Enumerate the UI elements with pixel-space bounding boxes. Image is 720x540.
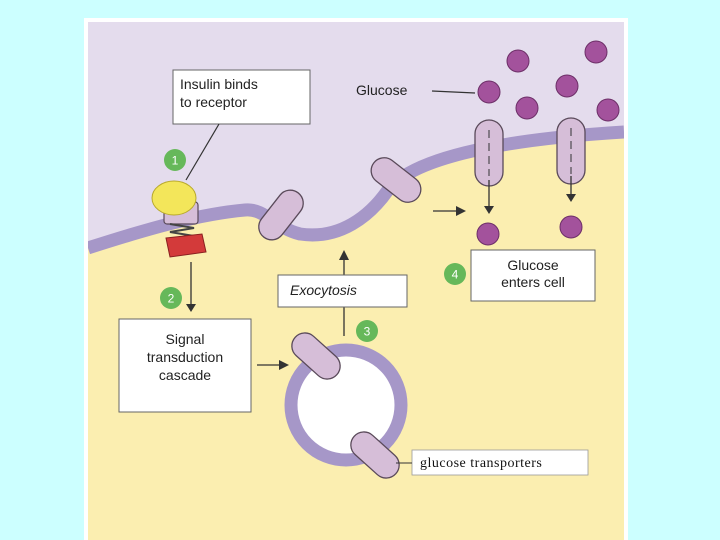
- active-transporter: [474, 119, 504, 187]
- step-badge-1: [164, 149, 186, 171]
- transporters-label: glucose transporters: [420, 456, 542, 471]
- glucose-molecule: [584, 40, 608, 64]
- step-badge-4: [444, 263, 466, 285]
- glucose-label: Glucose: [356, 82, 408, 98]
- vesicle-transporter: [291, 332, 341, 380]
- signal-label-line2: transduction: [147, 349, 223, 365]
- glucose-molecule: [477, 80, 501, 104]
- active-transporter: [556, 117, 586, 185]
- membrane-transporter: [370, 157, 422, 203]
- glucose-molecule: [476, 222, 500, 246]
- glucose-molecule: [559, 215, 583, 239]
- vesicle-transporter: [350, 431, 400, 479]
- insulin-molecule: [151, 180, 197, 216]
- insulin-label-box: [172, 69, 311, 125]
- step-badge-3: [356, 320, 378, 342]
- exocytosis-box: [277, 274, 408, 308]
- step-number-3: 3: [364, 325, 371, 339]
- signal-label-line3: cascade: [159, 367, 211, 383]
- vesicle: [284, 343, 408, 467]
- membrane-transporter: [258, 189, 304, 241]
- glucose-molecule: [506, 49, 530, 73]
- step-number-1: 1: [172, 154, 179, 168]
- insulin-label-line2: to receptor: [180, 94, 247, 110]
- exocytosis-label: Exocytosis: [290, 282, 357, 298]
- glucose-enters-box: [470, 249, 596, 302]
- signal-label-line1: Signal: [166, 331, 205, 347]
- glucose-molecules: [476, 40, 620, 246]
- glucose-enters-line2: enters cell: [501, 274, 565, 290]
- glucose-molecule: [555, 74, 579, 98]
- insulin-label-line1: Insulin binds: [180, 76, 258, 92]
- step-number-4: 4: [452, 268, 459, 282]
- step-number-2: 2: [168, 292, 175, 306]
- glucose-enters-line1: Glucose: [507, 257, 559, 273]
- step-badge-2: [160, 287, 182, 309]
- signal-transduction-box: [118, 318, 252, 413]
- glucose-molecule: [596, 98, 620, 122]
- glucose-molecule: [515, 96, 539, 120]
